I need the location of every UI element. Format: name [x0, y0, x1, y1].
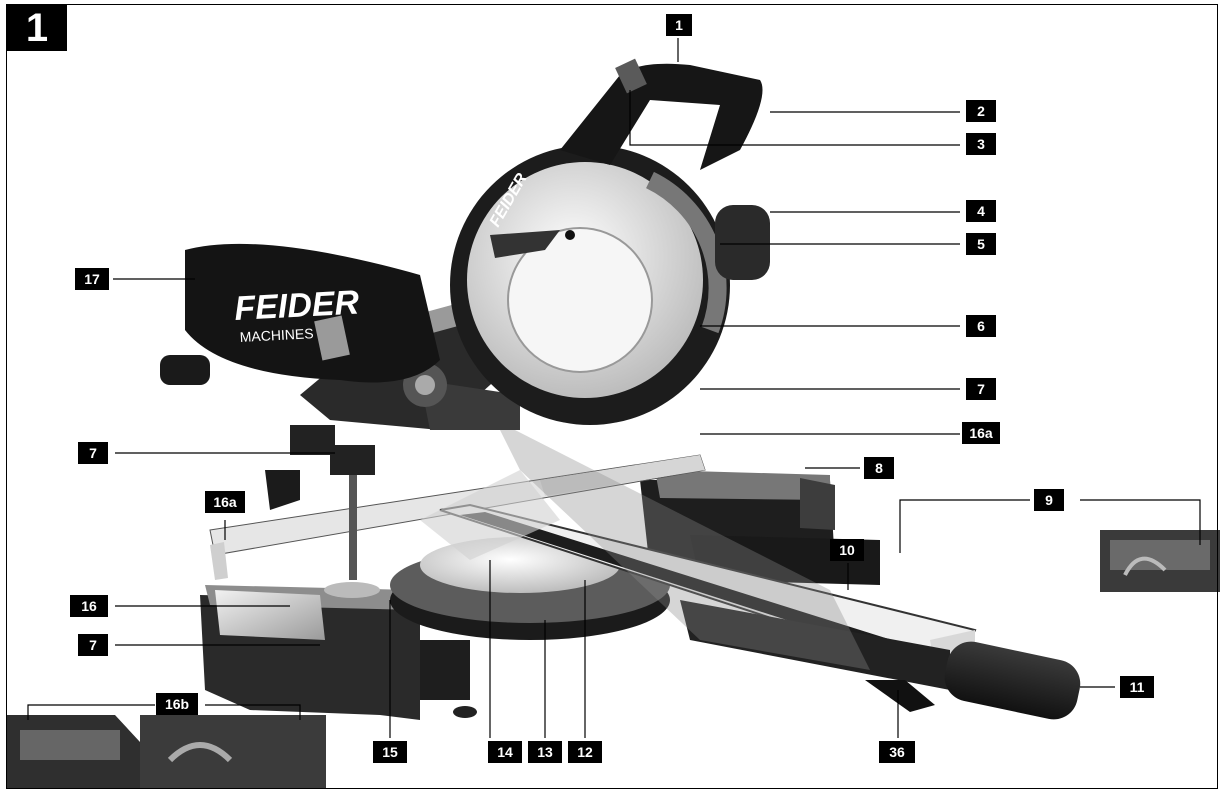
brand-name-large: FEIDER: [233, 283, 360, 327]
callout-10: 10: [830, 539, 864, 561]
callout-1: 1: [666, 14, 692, 36]
callout-16: 16: [70, 595, 108, 617]
callout-6: 6: [966, 315, 996, 337]
blade-guard: [450, 145, 770, 425]
top-handle: [560, 58, 763, 170]
dust-bag: [185, 243, 440, 383]
callout-9: 9: [1034, 489, 1064, 511]
saw-base: [200, 537, 670, 720]
figure-number: 1: [7, 5, 67, 51]
callout-16a-left: 16a: [205, 491, 245, 513]
callout-7-bottom: 7: [78, 634, 108, 656]
callout-16b: 16b: [156, 693, 198, 715]
callout-15: 15: [373, 741, 407, 763]
callout-16a-right: 16a: [962, 422, 1000, 444]
callout-3: 3: [966, 133, 996, 155]
inset-bottom-left: [6, 715, 326, 788]
callout-7-right: 7: [966, 378, 996, 400]
callout-17: 17: [75, 268, 109, 290]
callout-14: 14: [488, 741, 522, 763]
brand-sub-large: MACHINES: [239, 325, 314, 345]
callout-36: 36: [879, 741, 915, 763]
callout-7-left: 7: [78, 442, 108, 464]
figure-frame: [6, 4, 1218, 789]
hold-down-clamp: [265, 425, 380, 598]
callout-4: 4: [966, 200, 996, 222]
callout-11: 11: [1120, 676, 1154, 698]
callout-12: 12: [568, 741, 602, 763]
callout-5: 5: [966, 233, 996, 255]
leader-lines: [27, 38, 1201, 738]
callout-13: 13: [528, 741, 562, 763]
callout-2: 2: [966, 100, 996, 122]
front-handle: [865, 641, 1081, 720]
callout-8: 8: [864, 457, 894, 479]
slide-rail: [439, 503, 977, 690]
brand-logo-large: FEIDER MACHINES: [233, 283, 360, 345]
laser-beam: [500, 430, 870, 670]
